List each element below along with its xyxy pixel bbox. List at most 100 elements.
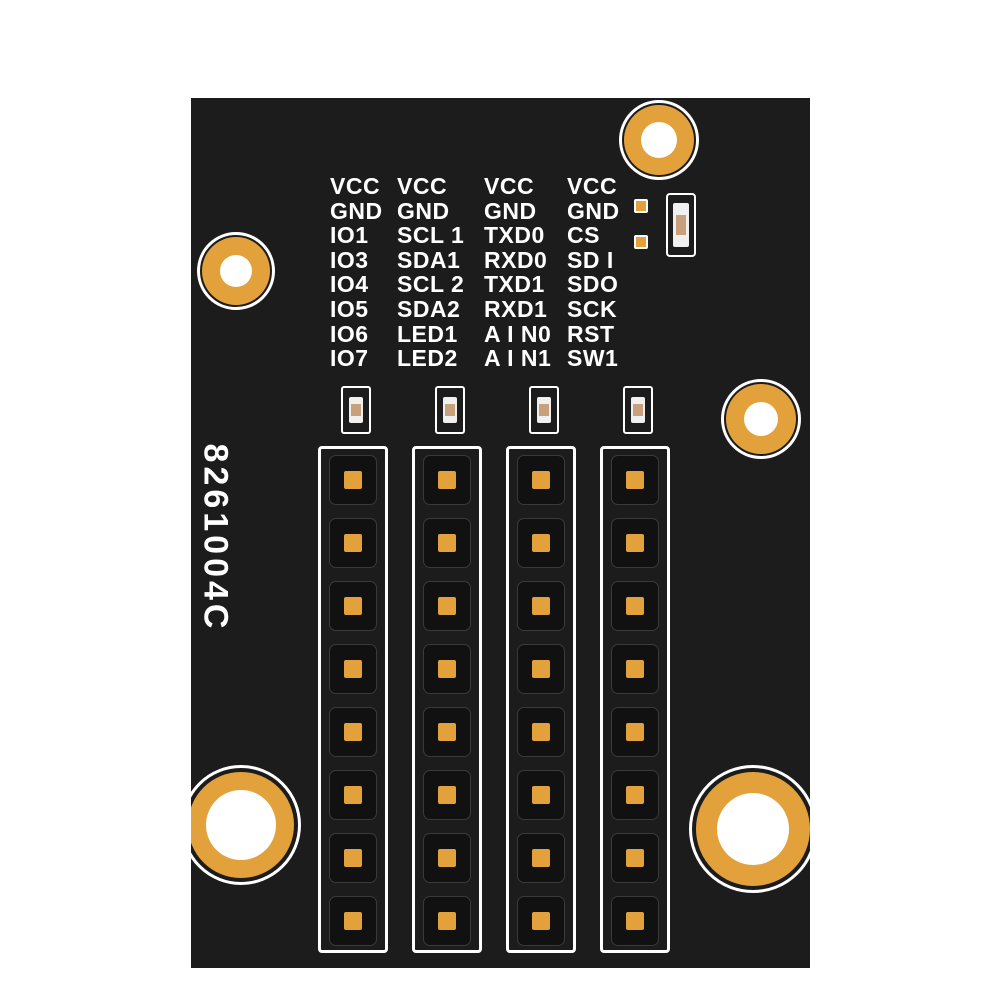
pin-label: SCL 2	[397, 271, 465, 298]
header-pin-icon	[611, 896, 659, 946]
mounting-hole-icon-top-left	[197, 232, 275, 310]
pin-label: IO1	[330, 222, 369, 249]
pin-label: SDA1	[397, 246, 461, 273]
pin-pad	[344, 660, 362, 678]
header-pin-icon	[329, 896, 377, 946]
pin-pad	[438, 723, 456, 741]
pin-pad	[626, 660, 644, 678]
header-pin-icon	[517, 896, 565, 946]
header-pin-icon	[423, 896, 471, 946]
pin-header-2	[412, 446, 482, 953]
pin-pad	[532, 723, 550, 741]
header-pin-icon	[423, 644, 471, 694]
pin-pad	[438, 786, 456, 804]
header-pin-icon	[517, 644, 565, 694]
pin-pad	[626, 786, 644, 804]
pin-label: IO5	[330, 295, 369, 322]
header-pin-icon	[517, 770, 565, 820]
header-pin-icon	[329, 770, 377, 820]
solder-jumper-icon	[626, 191, 698, 259]
pin-label: VCC	[484, 173, 535, 199]
header-pin-icon	[611, 518, 659, 568]
header-pin-icon	[423, 833, 471, 883]
mounting-hole-icon-top-right	[619, 100, 699, 180]
header-pin-icon	[329, 707, 377, 757]
header-pin-icon	[329, 518, 377, 568]
pin-pad	[438, 597, 456, 615]
part-number-label: 8261004C	[196, 443, 235, 633]
pin-pad	[626, 912, 644, 930]
mounting-hole-icon-bottom-left	[191, 765, 301, 885]
pin-label: RXD1	[484, 295, 548, 322]
pin-label: GND	[567, 197, 620, 224]
pin-label: RST	[567, 320, 615, 347]
pin-label: SW1	[567, 345, 619, 372]
header-pin-icon	[611, 707, 659, 757]
pin-label: IO6	[330, 320, 369, 347]
header-pin-icon	[423, 770, 471, 820]
pin-label: IO4	[330, 271, 369, 298]
pin-label: LED2	[397, 345, 458, 372]
header-pin-icon	[329, 833, 377, 883]
pin-label: SDA2	[397, 295, 461, 322]
pin-pad	[344, 849, 362, 867]
pin-pad	[344, 786, 362, 804]
header-pin-icon	[423, 518, 471, 568]
pin-label: IO3	[330, 246, 369, 273]
header-pin-icon	[517, 581, 565, 631]
pin-header-3	[506, 446, 576, 953]
pin-label: LED1	[397, 320, 458, 347]
pin-pad	[532, 912, 550, 930]
pin-label: CS	[567, 222, 600, 249]
led-icon	[435, 386, 465, 434]
pin-label: SCK	[567, 295, 618, 322]
pin-label: VCC	[330, 173, 381, 199]
pin-label: SDO	[567, 271, 619, 298]
header-pin-icon	[611, 770, 659, 820]
pin-pad	[438, 534, 456, 552]
header-pin-icon	[423, 455, 471, 505]
pin-pad	[532, 849, 550, 867]
led-icon	[529, 386, 559, 434]
pin-pad	[438, 660, 456, 678]
pin-label: A I N1	[484, 345, 552, 372]
pin-header-1	[318, 446, 388, 953]
pin-label: GND	[397, 197, 450, 224]
pin-pad	[344, 534, 362, 552]
pin-label: TXD1	[484, 271, 545, 298]
pin-pad	[626, 597, 644, 615]
header-pin-icon	[517, 707, 565, 757]
header-pin-icon	[423, 707, 471, 757]
pin-pad	[344, 597, 362, 615]
pin-pad	[438, 849, 456, 867]
header-pin-icon	[611, 581, 659, 631]
pin-header-4	[600, 446, 670, 953]
pin-label: TXD0	[484, 222, 545, 249]
pcb-board	[191, 98, 810, 968]
header-pin-icon	[517, 833, 565, 883]
header-pin-icon	[611, 833, 659, 883]
pin-label: RXD0	[484, 246, 548, 273]
header-pin-icon	[329, 455, 377, 505]
pin-pad	[626, 723, 644, 741]
mounting-hole-icon-bottom-right	[689, 765, 810, 893]
pin-label: SD I	[567, 246, 614, 273]
pin-pad	[626, 471, 644, 489]
pin-pad	[344, 723, 362, 741]
pin-pad	[532, 660, 550, 678]
pin-label: A I N0	[484, 320, 552, 347]
pin-pad	[344, 471, 362, 489]
pin-pad	[532, 786, 550, 804]
header-pin-icon	[517, 455, 565, 505]
header-pin-icon	[517, 518, 565, 568]
led-icon	[623, 386, 653, 434]
pin-pad	[344, 912, 362, 930]
pin-label: IO7	[330, 345, 369, 372]
pin-label: SCL 1	[397, 222, 465, 249]
pin-pad	[626, 849, 644, 867]
header-pin-icon	[611, 644, 659, 694]
